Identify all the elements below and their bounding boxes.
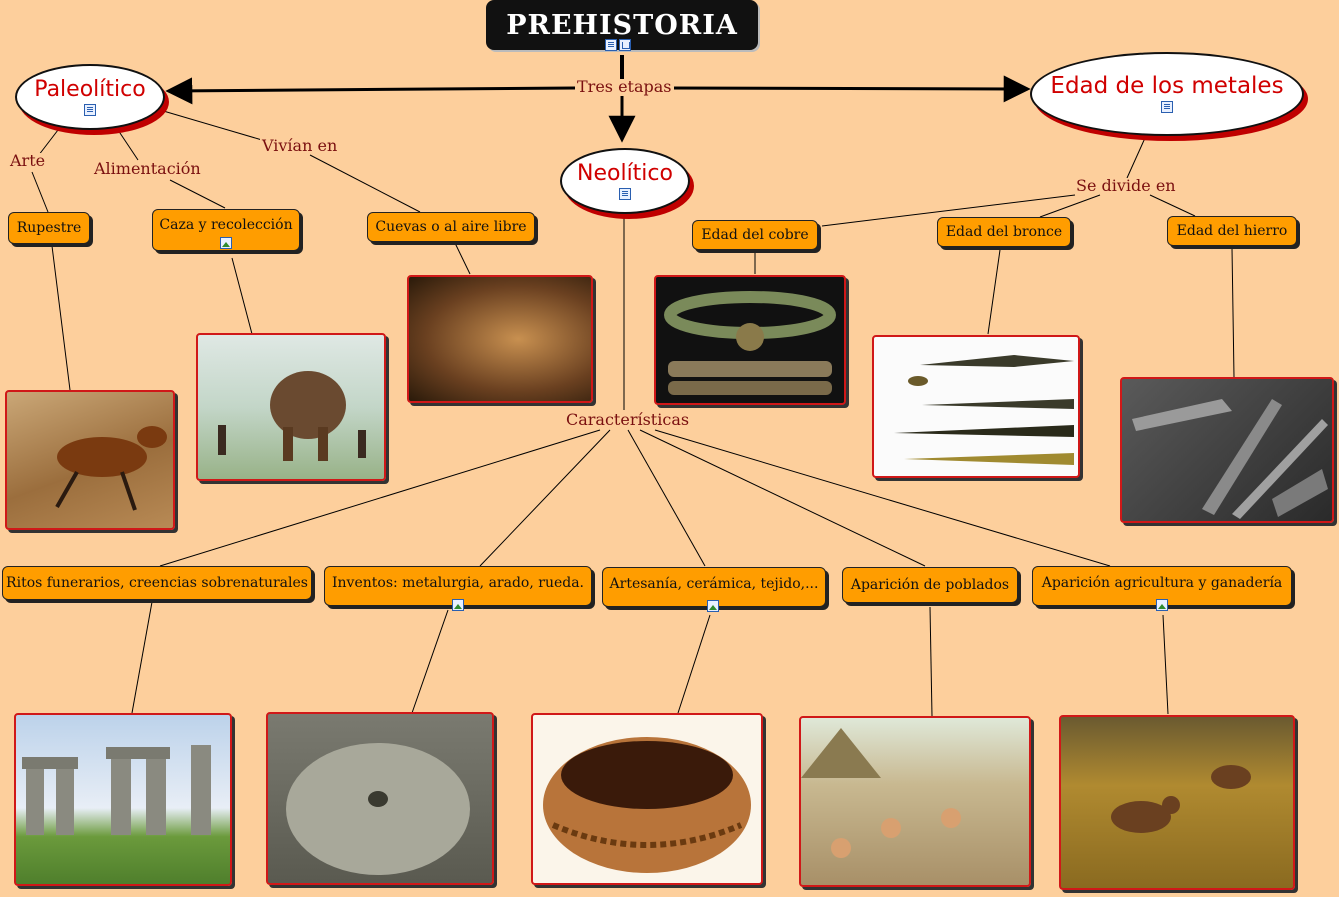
concept-caza-recoleccion[interactable]: Caza y recolección: [152, 209, 300, 251]
photo-copper-necklace[interactable]: [654, 275, 846, 405]
concept-label: Edad del hierro: [1176, 223, 1288, 239]
mammoth-hunt-illustration: [218, 371, 366, 461]
ceramic-bowl-illustration: [543, 737, 751, 873]
copper-necklace-illustration: [664, 291, 836, 395]
period-metales-label: Edad de los metales: [1050, 73, 1284, 99]
concept-aparicion-poblados[interactable]: Aparición de poblados: [842, 567, 1018, 603]
concept-edad-hierro[interactable]: Edad del hierro: [1167, 216, 1297, 246]
stonehenge-illustration: [22, 745, 211, 835]
horse-painting-illustration: [55, 426, 167, 511]
document-icon[interactable]: [84, 103, 96, 116]
photo-stonehenge[interactable]: [14, 713, 232, 886]
image-icon[interactable]: [452, 599, 464, 611]
photo-neolithic-village[interactable]: [799, 716, 1031, 887]
concept-rupestre[interactable]: Rupestre: [8, 212, 90, 244]
photo-agriculture[interactable]: [1059, 715, 1295, 890]
concept-aparicion-agricultura[interactable]: Aparición agricultura y ganadería: [1032, 566, 1292, 606]
photo-iron-tools[interactable]: [1120, 377, 1334, 523]
photo-mammoth-hunt[interactable]: [196, 333, 386, 481]
title-resource-icons: [605, 39, 631, 51]
concept-label: Edad del bronce: [945, 224, 1063, 240]
link-label-caracteristicas: Características: [564, 410, 692, 429]
village-illustration: [801, 728, 961, 858]
millstone-illustration: [286, 743, 470, 875]
link-label-tres-etapas: Tres etapas: [575, 77, 674, 96]
concept-label: Aparición agricultura y ganadería: [1041, 575, 1283, 591]
period-paleolitico[interactable]: Paleolítico: [15, 64, 165, 130]
photo-bronze-weapons[interactable]: [872, 335, 1080, 478]
concept-cuevas[interactable]: Cuevas o al aire libre: [367, 212, 535, 242]
concept-ritos-funerarios[interactable]: Ritos funerarios, creencias sobrenatural…: [2, 566, 312, 600]
period-paleolitico-label: Paleolítico: [34, 76, 146, 102]
photo-ceramic-bowl[interactable]: [531, 713, 763, 885]
concept-edad-cobre[interactable]: Edad del cobre: [692, 220, 818, 250]
document-icon[interactable]: [605, 39, 617, 51]
link-label-alimentacion: Alimentación: [92, 159, 203, 178]
concept-label: Ritos funerarios, creencias sobrenatural…: [6, 575, 308, 591]
photo-cave-painting-horse[interactable]: [5, 390, 175, 530]
link-label-vivian-en: Vivían en: [260, 136, 340, 155]
photo-cave-interior[interactable]: [407, 275, 593, 403]
link-label-arte: Arte: [8, 151, 48, 170]
period-neolitico[interactable]: Neolítico: [560, 148, 690, 214]
concept-label: Cuevas o al aire libre: [375, 219, 527, 235]
bronze-weapons-illustration: [894, 355, 1074, 465]
image-icon[interactable]: [220, 237, 232, 249]
concept-label: Aparición de poblados: [850, 577, 1010, 593]
iron-tools-illustration: [1132, 399, 1328, 519]
image-icon[interactable]: [707, 600, 719, 612]
tree-icon[interactable]: [619, 39, 631, 51]
period-neolitico-label: Neolítico: [577, 160, 673, 186]
concept-label: Edad del cobre: [701, 227, 809, 243]
document-icon[interactable]: [1161, 101, 1173, 113]
concept-label: Caza y recolección: [159, 217, 293, 233]
period-edad-metales[interactable]: Edad de los metales: [1030, 52, 1304, 136]
title-text: PREHISTORIA: [506, 9, 738, 41]
concept-label: Artesanía, cerámica, tejido,...: [609, 576, 819, 592]
link-label-se-divide-en: Se divide en: [1074, 176, 1178, 195]
concept-edad-bronce[interactable]: Edad del bronce: [937, 217, 1071, 247]
concept-label: Inventos: metalurgia, arado, rueda.: [332, 575, 584, 591]
photo-millstone[interactable]: [266, 712, 494, 885]
concept-label: Rupestre: [16, 220, 82, 236]
document-icon[interactable]: [619, 187, 631, 200]
image-icon[interactable]: [1156, 599, 1168, 611]
agriculture-illustration: [1111, 765, 1251, 833]
